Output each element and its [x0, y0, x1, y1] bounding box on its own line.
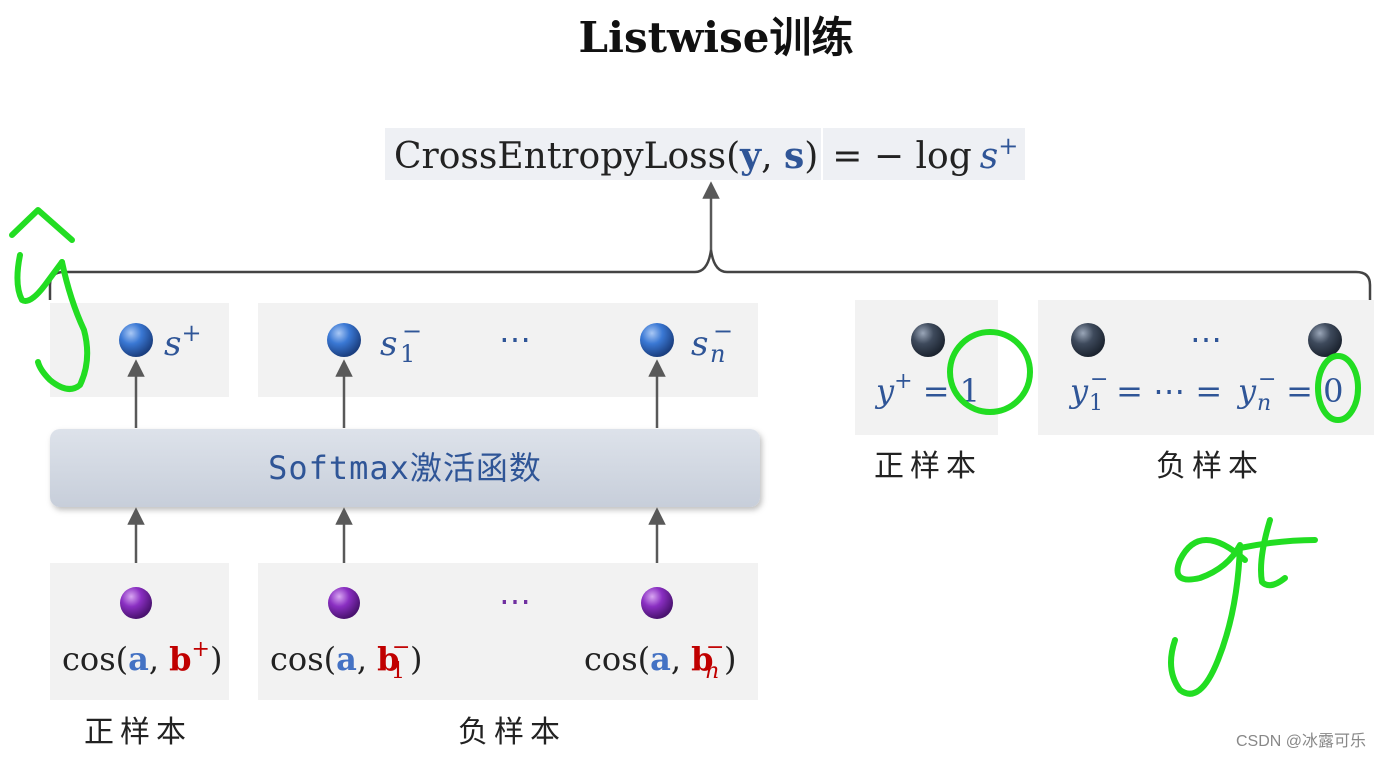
cos-negn-sup: − [706, 635, 724, 660]
annotation-circle-one [947, 329, 1033, 415]
target-positive-y: y [874, 372, 895, 410]
score-neg1-label: s [380, 324, 397, 364]
annotation-y-hat-caret [9, 207, 75, 243]
panel-cos-negative [258, 563, 758, 700]
cos-negn-b: b [691, 640, 713, 678]
cos-positive-comma: , [149, 640, 169, 678]
loss-arg-y: y [739, 135, 762, 177]
annotation-y-hat-y-right [35, 259, 91, 392]
cos-negn-close: ) [724, 640, 736, 678]
cos-neg1-close: ) [410, 640, 422, 678]
score-positive-label: s+ [164, 319, 202, 364]
cos-neg1-sub: 1 [391, 659, 405, 684]
loss-eq: = − log [832, 136, 971, 177]
target-dots: ⋯ [1190, 320, 1222, 358]
panel-target-positive [855, 300, 998, 435]
loss-rhs-s: s [980, 136, 998, 177]
cos-positive-close: ) [210, 640, 222, 678]
target-negative-sup1: − [1090, 367, 1108, 392]
annotation-gt-t-stem [1258, 517, 1288, 589]
cos-positive-label: cos(a, b+) [62, 637, 222, 678]
cos-positive-b: b [169, 640, 191, 678]
score-dots: ⋯ [499, 320, 531, 358]
cos-negn-label: cos(a, b [584, 640, 714, 678]
cos-negn-pre: cos( [584, 640, 650, 678]
annotation-gt-g [1168, 537, 1248, 697]
score-negn-label: s [691, 324, 708, 364]
target-negative-y1: y [1068, 372, 1089, 410]
score-neg1-sub: 1 [400, 340, 415, 368]
right-label-negative: 负样本 [1156, 450, 1264, 483]
score-neg1-sup: − [402, 317, 422, 345]
target-neg1-ball [1071, 323, 1105, 357]
score-negn-base: s [691, 324, 708, 364]
handwritten-annotations [9, 207, 1361, 697]
annotation-circle-zero [1315, 353, 1361, 423]
target-negative-val: 0 [1323, 372, 1343, 410]
score-negn-sup: − [713, 317, 733, 345]
cos-negn-sub: n [705, 659, 719, 684]
cos-positive-pre: cos( [62, 640, 128, 678]
score-neg1-base: s [380, 324, 397, 364]
cos-positive-ball [120, 587, 152, 619]
loss-rhs-sup: + [998, 132, 1018, 160]
loss-arg-s: s [784, 135, 804, 177]
diagram-title: Listwise训练 [578, 13, 853, 62]
loss-formula-box [385, 128, 1025, 180]
softmax-label: Softmax激活函数 [268, 449, 542, 487]
cos-neg1-ball [328, 587, 360, 619]
loss-fn-name: CrossEntropyLoss( [394, 136, 740, 177]
cos-negn-ball [641, 587, 673, 619]
cos-neg1-label: cos(a, b [270, 640, 400, 678]
right-label-positive: 正样本 [874, 450, 982, 483]
cos-neg1-a: a [336, 640, 357, 678]
score-negn-sub: n [710, 340, 725, 368]
cos-neg1-pre: cos( [270, 640, 336, 678]
score-positive-sup: + [181, 319, 201, 347]
score-negn-ball [640, 323, 674, 357]
score-positive-base: s [164, 324, 181, 364]
cos-positive-a: a [128, 640, 149, 678]
target-negative-yn: y [1236, 372, 1257, 410]
target-negative-mid: = ⋯ = [1106, 372, 1232, 410]
target-negative-sub1: 1 [1089, 391, 1103, 416]
panel-target-negative [1038, 300, 1374, 435]
annotation-y-hat-y-left [14, 252, 65, 304]
left-label-negative: 负样本 [458, 716, 566, 749]
watermark: CSDN @冰露可乐 [1236, 732, 1366, 750]
left-label-positive: 正样本 [84, 716, 192, 749]
target-negative-supn: − [1258, 367, 1276, 392]
cos-positive-sup: + [192, 637, 210, 662]
target-positive-ball [911, 323, 945, 357]
softmax-box [50, 429, 760, 507]
target-positive-sup: + [894, 369, 912, 394]
cos-negn-comma: , [671, 640, 691, 678]
cos-dots: ⋯ [499, 582, 531, 620]
loss-comma: , [761, 136, 784, 177]
cos-neg1-comma: , [357, 640, 377, 678]
target-negative-subn: n [1257, 391, 1271, 416]
grouping-brace [48, 249, 1372, 300]
cos-neg1-sup: − [392, 635, 410, 660]
annotation-gt-t-bar [1237, 537, 1318, 551]
score-positive-ball [119, 323, 153, 357]
cos-neg1-b: b [377, 640, 399, 678]
panel-cos-positive [50, 563, 229, 700]
target-negn-ball [1308, 323, 1342, 357]
score-neg1-ball [327, 323, 361, 357]
target-negative-eq-val: = 0 [1276, 372, 1344, 410]
cos-negn-a: a [650, 640, 671, 678]
loss-close: ) [804, 136, 818, 177]
